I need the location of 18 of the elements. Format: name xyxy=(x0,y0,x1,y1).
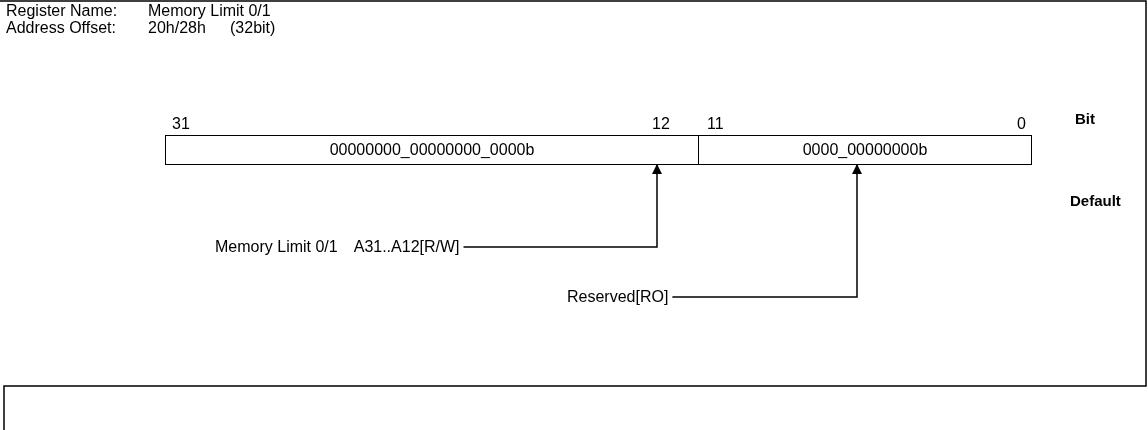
field-name: Register Name: xyxy=(6,2,118,20)
leader-line xyxy=(462,164,662,248)
column-heading: Bit xyxy=(1075,110,1095,128)
field-value: (32bit) xyxy=(230,19,276,37)
bit-number: 12 xyxy=(652,115,670,133)
column-heading: Default xyxy=(1070,192,1121,210)
field-description: Reserved[RO] xyxy=(567,288,669,306)
bit-number: 0 xyxy=(1017,115,1026,133)
register-field: 0000_00000000b xyxy=(698,135,1032,165)
field-description: A31..A12[R/W] xyxy=(353,238,460,256)
field-value: Memory Limit 0/1 xyxy=(148,2,271,20)
field-name: Address Offset: xyxy=(6,19,116,37)
bit-number: 31 xyxy=(172,115,190,133)
register-field: 00000000_00000000_0000b xyxy=(165,135,699,165)
leader-line xyxy=(671,164,862,298)
field-value: 20h/28h xyxy=(148,19,206,37)
bit-number: 11 xyxy=(707,115,724,133)
field-description: Memory Limit 0/1 xyxy=(215,238,338,256)
